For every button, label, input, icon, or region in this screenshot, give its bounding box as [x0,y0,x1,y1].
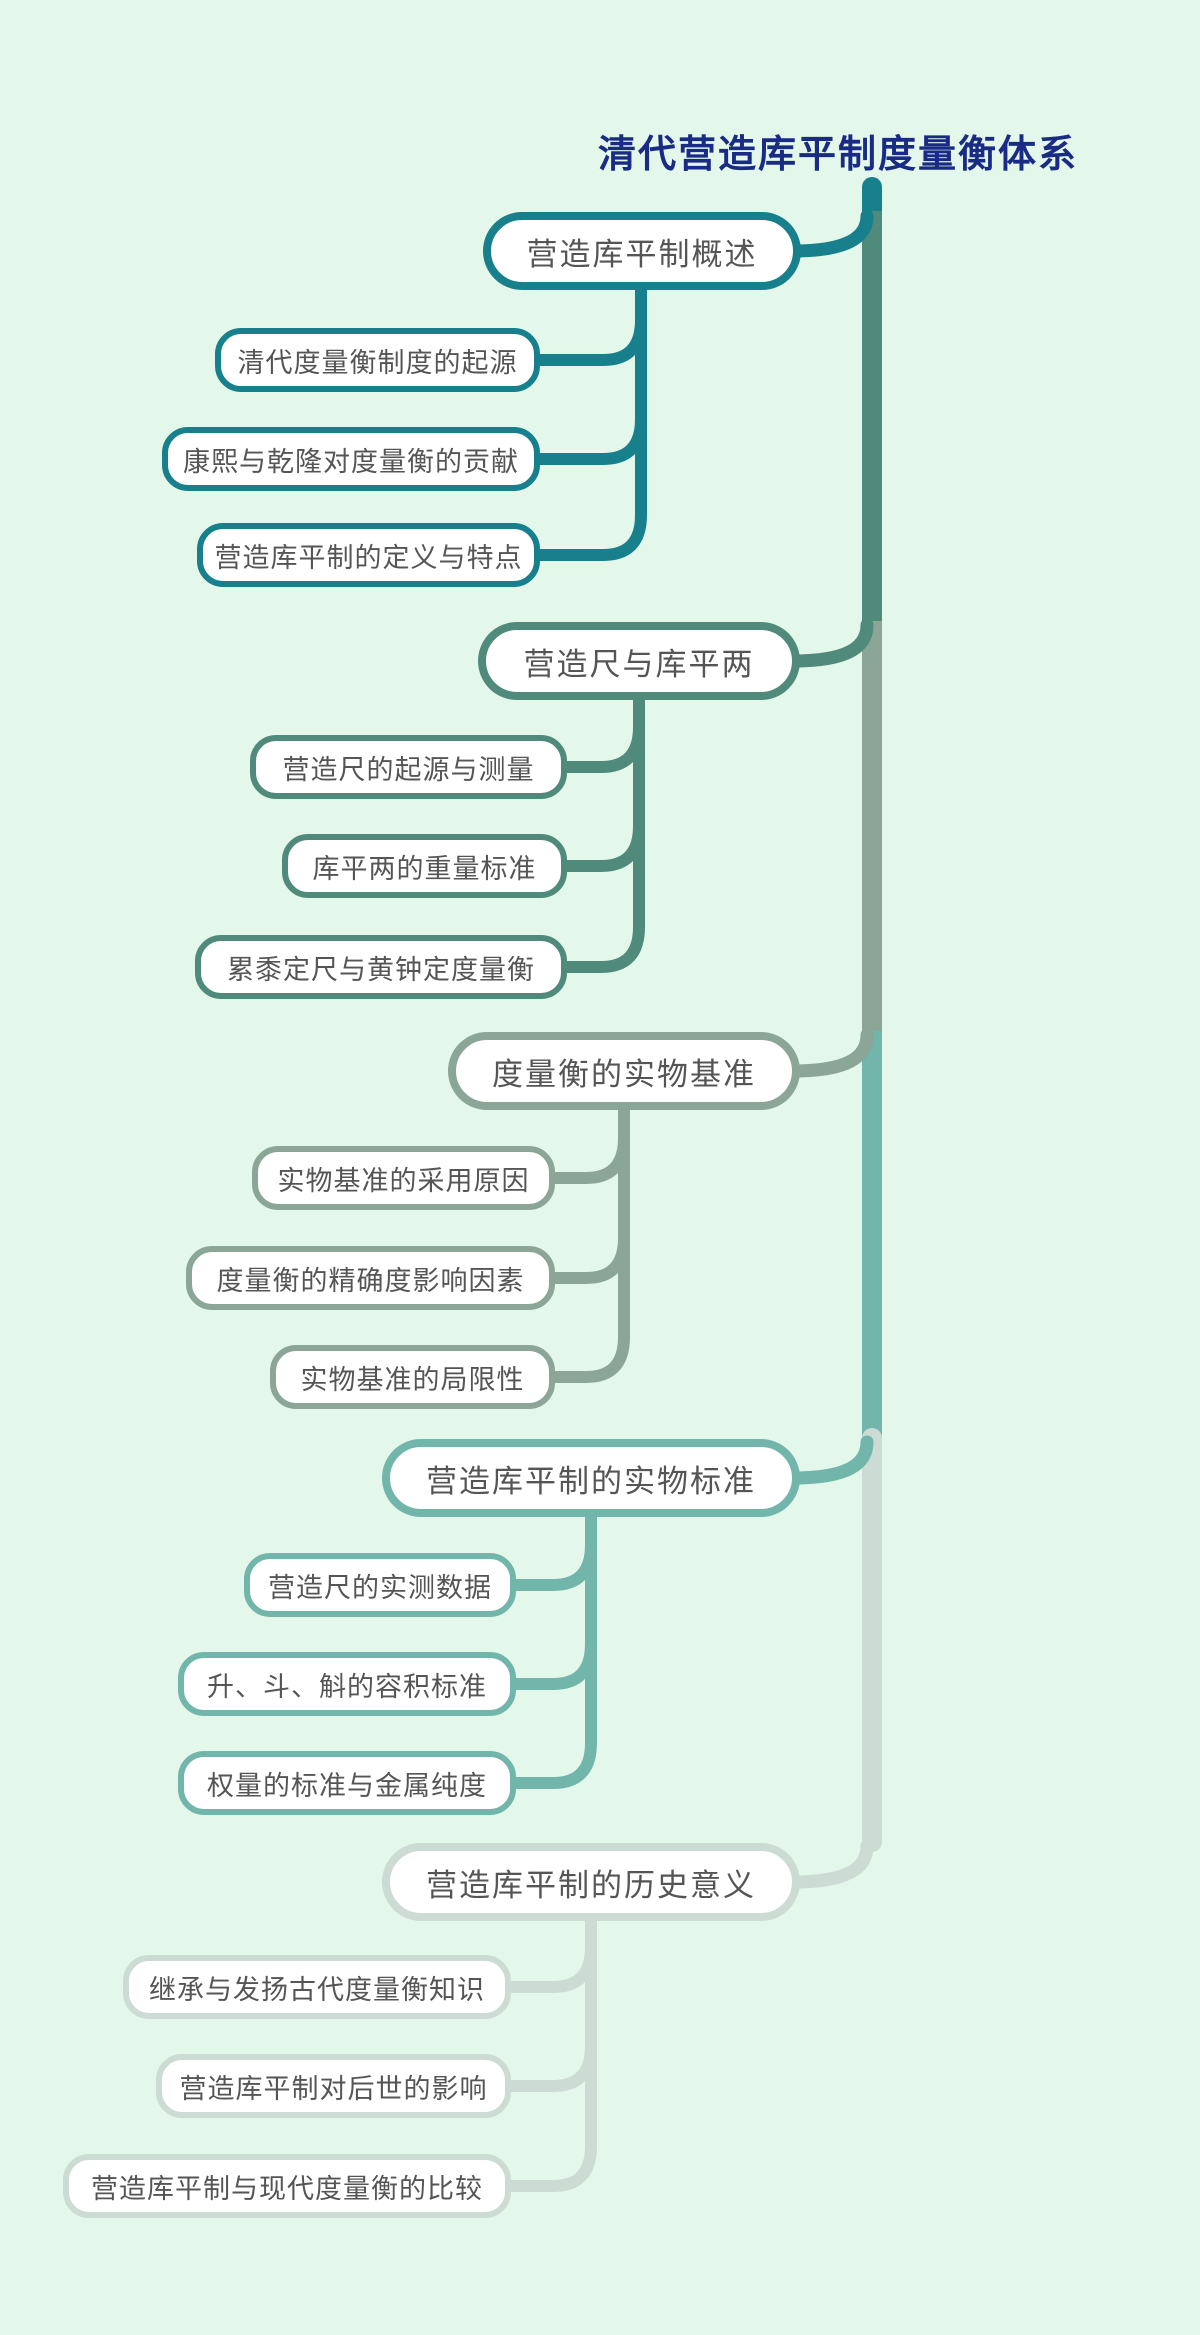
branch-3-child-connector-3 [545,1098,630,1383]
branch-2-child-connector-3 [557,688,645,973]
subtopic-2-2[interactable]: 库平两的重量标准 [282,834,567,898]
branch-1-child-connector-2 [530,278,647,465]
branch-3-child-connector-2 [545,1098,630,1284]
branch-3-child-connector-1 [545,1098,630,1184]
subtopic-3-2[interactable]: 度量衡的精确度影响因素 [186,1246,555,1310]
subtopic-4-2[interactable]: 升、斗、斛的容积标准 [178,1652,516,1716]
branch-1-connector [786,209,874,258]
branch-4-child-connector-3 [510,1505,597,1789]
main-topic-3[interactable]: 度量衡的实物基准 [448,1032,800,1110]
branch-5-child-connector-1 [505,1909,597,1993]
root-topic[interactable]: 清代营造库平制度量衡体系 [598,134,1079,176]
branch-1-child-connector-3 [530,278,647,561]
subtopic-3-1[interactable]: 实物基准的采用原因 [252,1146,555,1210]
subtopic-4-3[interactable]: 权量的标准与金属纯度 [178,1751,516,1815]
subtopic-5-2[interactable]: 营造库平制对后世的影响 [156,2054,511,2118]
branch-4-connector [786,1435,874,1485]
subtopic-1-2[interactable]: 康熙与乾隆对度量衡的贡献 [162,427,540,491]
subtopic-5-3[interactable]: 营造库平制与现代度量衡的比较 [63,2154,511,2218]
subtopic-4-1[interactable]: 营造尺的实测数据 [244,1553,516,1617]
branch-5-child-connector-2 [505,1909,597,2092]
subtopic-5-1[interactable]: 继承与发扬古代度量衡知识 [123,1955,511,2019]
subtopic-2-1[interactable]: 营造尺的起源与测量 [250,735,567,799]
main-topic-2[interactable]: 营造尺与库平两 [478,622,800,700]
branch-2-connector [786,618,874,668]
main-topic-1[interactable]: 营造库平制概述 [483,212,801,290]
subtopic-1-3[interactable]: 营造库平制的定义与特点 [197,523,540,587]
branch-1-child-connector-1 [530,278,647,366]
subtopic-1-1[interactable]: 清代度量衡制度的起源 [215,328,540,392]
subtopic-3-3[interactable]: 实物基准的局限性 [270,1345,555,1409]
branch-3-connector [786,1028,874,1078]
branch-2-child-connector-2 [557,688,645,872]
subtopic-2-3[interactable]: 累黍定尺与黄钟定度量衡 [195,935,567,999]
branch-4-child-connector-2 [510,1505,597,1690]
branch-2-child-connector-1 [557,688,645,773]
branch-5-connector [786,1839,874,1889]
main-topic-5[interactable]: 营造库平制的历史意义 [382,1843,800,1921]
branch-4-child-connector-1 [510,1505,597,1591]
branch-5-child-connector-3 [505,1909,597,2192]
main-topic-4[interactable]: 营造库平制的实物标准 [382,1439,800,1517]
